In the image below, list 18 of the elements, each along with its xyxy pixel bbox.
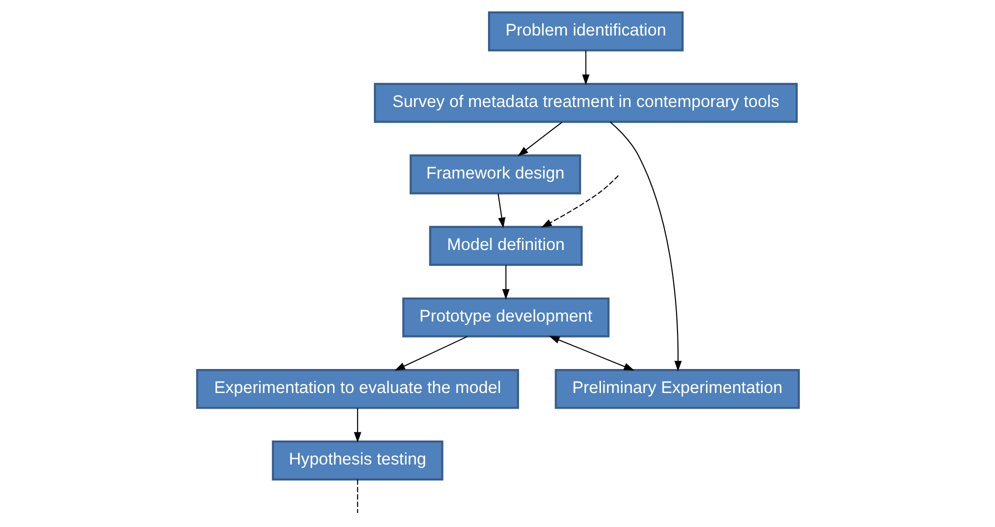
arrow	[353, 408, 361, 443]
arrow	[609, 122, 682, 372]
arrow	[548, 336, 634, 371]
node-box: Experimentation to evaluate the model	[196, 368, 519, 409]
node-box: Preliminary Experimentation	[554, 368, 800, 409]
arrow	[394, 336, 468, 371]
node-box: Prototype development	[402, 297, 609, 338]
node-box: Model definition	[428, 226, 582, 266]
node-box: Problem identification	[488, 11, 684, 52]
arrow	[497, 194, 505, 228]
arrow	[517, 122, 562, 156]
arrow	[540, 175, 618, 228]
node-box: Framework design	[409, 154, 581, 194]
connector	[356, 480, 358, 513]
arrow	[502, 265, 510, 300]
node-box: Survey of metadata treatment in contemporary tools	[373, 82, 798, 123]
node-box: Hypothesis testing	[271, 440, 443, 480]
arrow	[582, 50, 589, 86]
